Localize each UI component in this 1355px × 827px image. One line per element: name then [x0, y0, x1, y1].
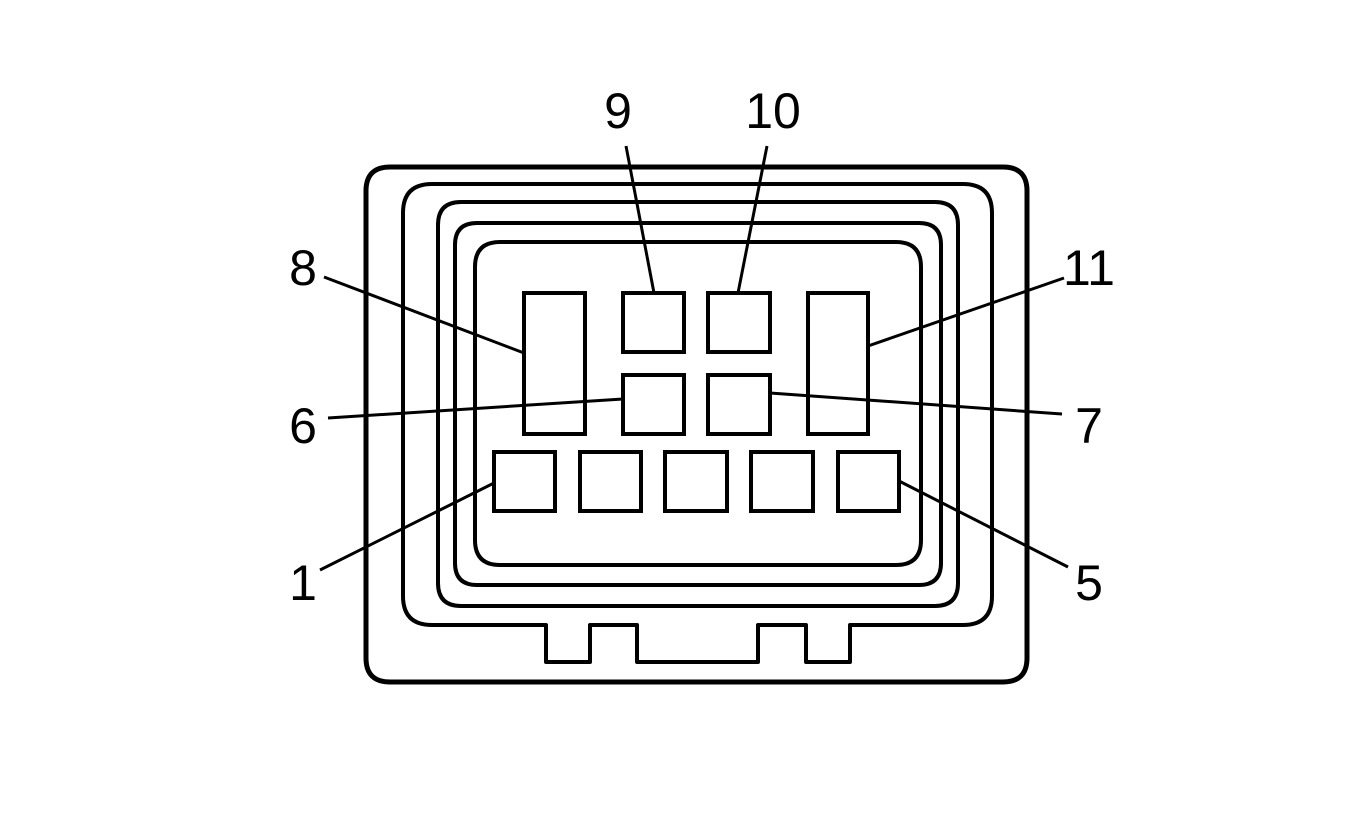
leader-line-pin-8	[323, 275, 525, 355]
pin-label-6: 6	[289, 398, 317, 454]
pin-label-7: 7	[1075, 398, 1103, 454]
cavity-pin-1	[492, 450, 557, 513]
connector-shell	[363, 164, 1030, 685]
pin-label-8: 8	[289, 240, 317, 296]
cavity-pin-4	[749, 450, 815, 513]
cavity-pin-2	[578, 450, 643, 513]
leader-line-pin-5	[898, 479, 1069, 569]
cavity-pin-10	[706, 291, 772, 354]
leader-line-pin-1	[319, 481, 495, 572]
pin-label-1: 1	[289, 555, 317, 611]
leader-line-pin-7	[769, 391, 1063, 416]
pin-label-5: 5	[1075, 555, 1103, 611]
leader-line-pin-11	[867, 276, 1065, 348]
connector-inner-ring-4	[473, 240, 923, 567]
connector-inner-ring-2	[436, 200, 960, 608]
leader-line-pin-6	[327, 397, 624, 420]
cavity-pin-11	[806, 291, 870, 436]
pin-label-11: 11	[1063, 240, 1115, 296]
cavity-pin-3	[663, 450, 729, 513]
cavity-pin-8	[522, 291, 587, 436]
connector-inner-ring-1	[401, 182, 994, 664]
pin-label-10: 10	[745, 83, 801, 139]
leader-line-pin-9	[624, 145, 656, 294]
cavity-pin-9	[621, 291, 686, 354]
leader-line-pin-10	[736, 145, 769, 294]
connector-inner-ring-3	[453, 221, 943, 587]
cavity-pin-5	[836, 450, 901, 513]
cavity-pin-7	[706, 373, 772, 436]
pin-label-9: 9	[604, 83, 632, 139]
cavity-pin-6	[621, 373, 686, 436]
